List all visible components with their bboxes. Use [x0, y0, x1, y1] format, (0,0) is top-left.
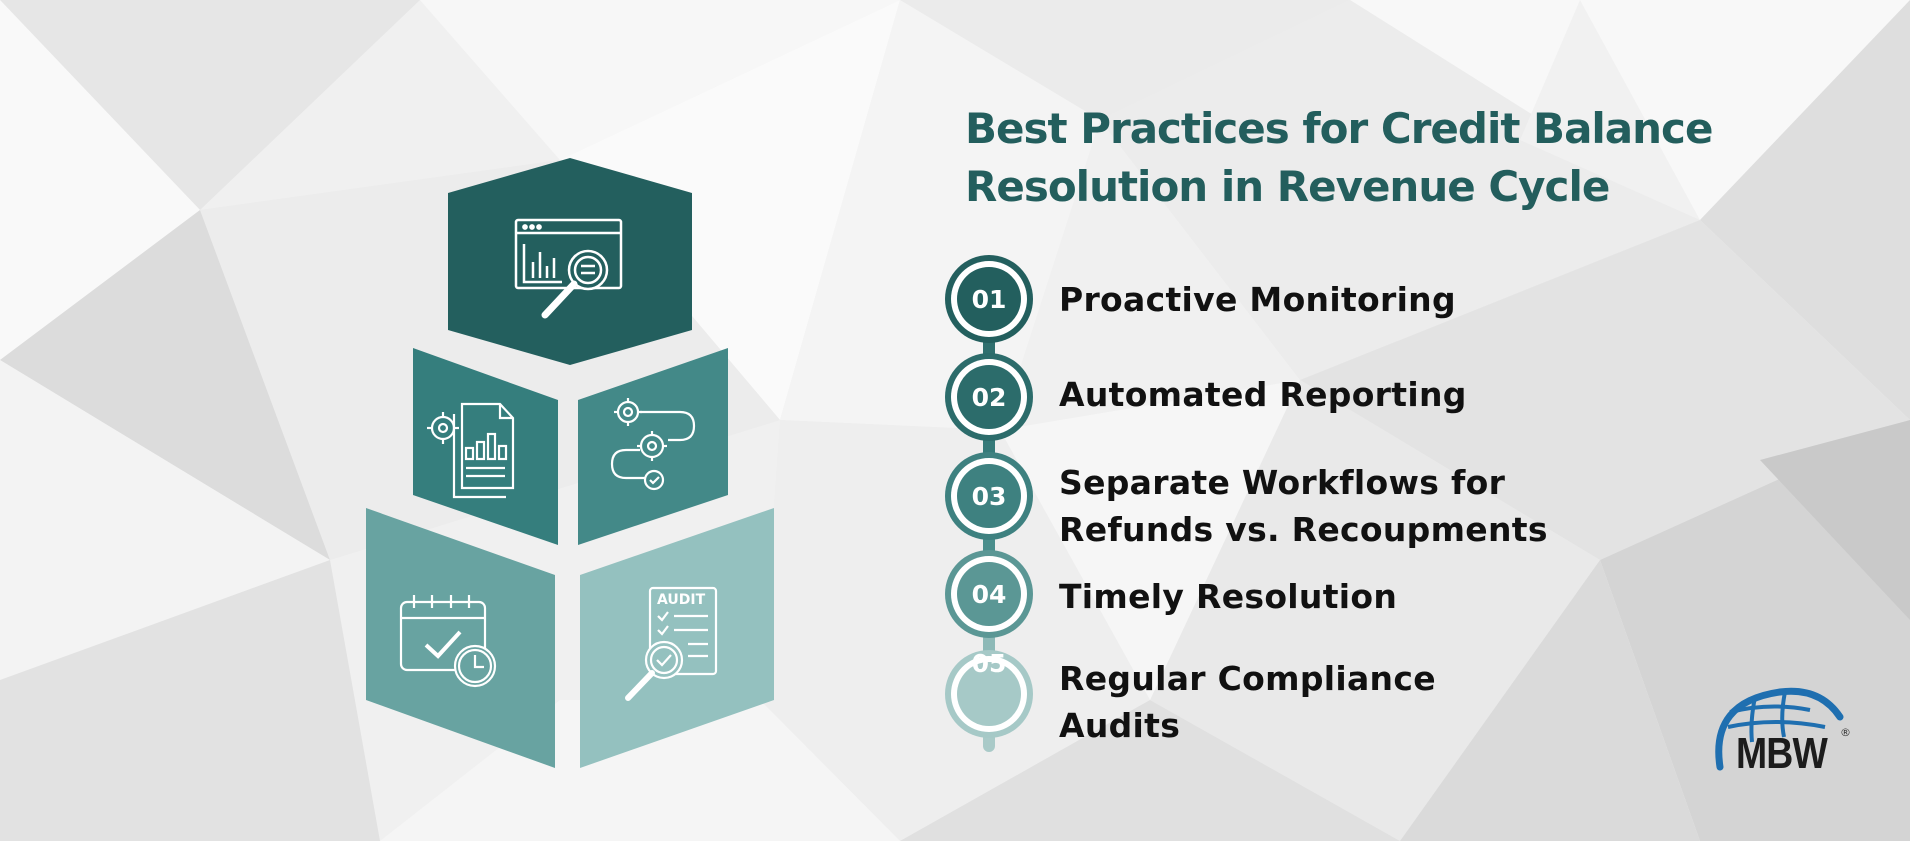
step-label-03: Separate Workflows for Refunds vs. Recou… [1059, 463, 1548, 549]
step-number: 01 [972, 285, 1007, 314]
page-title: Best Practices for Credit Balance Resolu… [965, 104, 1713, 211]
step-label-02: Automated Reporting [1059, 375, 1467, 414]
calendar-clock-icon [399, 595, 497, 688]
step-label-01: Proactive Monitoring [1059, 280, 1456, 319]
bottom-right-block [580, 508, 774, 768]
audit-checklist-icon: AUDIT [625, 586, 718, 701]
workflow-gears-icon [610, 398, 696, 491]
step-marker-05: 05 [945, 649, 1033, 738]
step-marker-02: 02 [945, 353, 1033, 441]
logo-wordmark: MBW [1736, 729, 1828, 778]
monitoring-analytics-icon [514, 218, 623, 319]
middle-left-block [413, 348, 558, 545]
middle-right-block [578, 348, 728, 545]
step-number: 02 [972, 383, 1007, 412]
audit-icon-label: AUDIT [657, 592, 706, 608]
step-number: 04 [972, 580, 1007, 609]
step-label-05: Regular Compliance Audits [1059, 659, 1436, 745]
mbw-logo-icon [1715, 687, 1844, 771]
step-marker-01: 01 [945, 255, 1033, 343]
report-settings-icon [427, 402, 515, 499]
step-marker-04: 04 [945, 550, 1033, 638]
step-label-04: Timely Resolution [1059, 577, 1398, 616]
bottom-left-block [366, 508, 555, 768]
registered-mark: ® [1840, 726, 1851, 739]
step-marker-03: 03 [945, 452, 1033, 540]
step-number: 03 [972, 482, 1007, 511]
step-number: 05 [972, 649, 1007, 678]
